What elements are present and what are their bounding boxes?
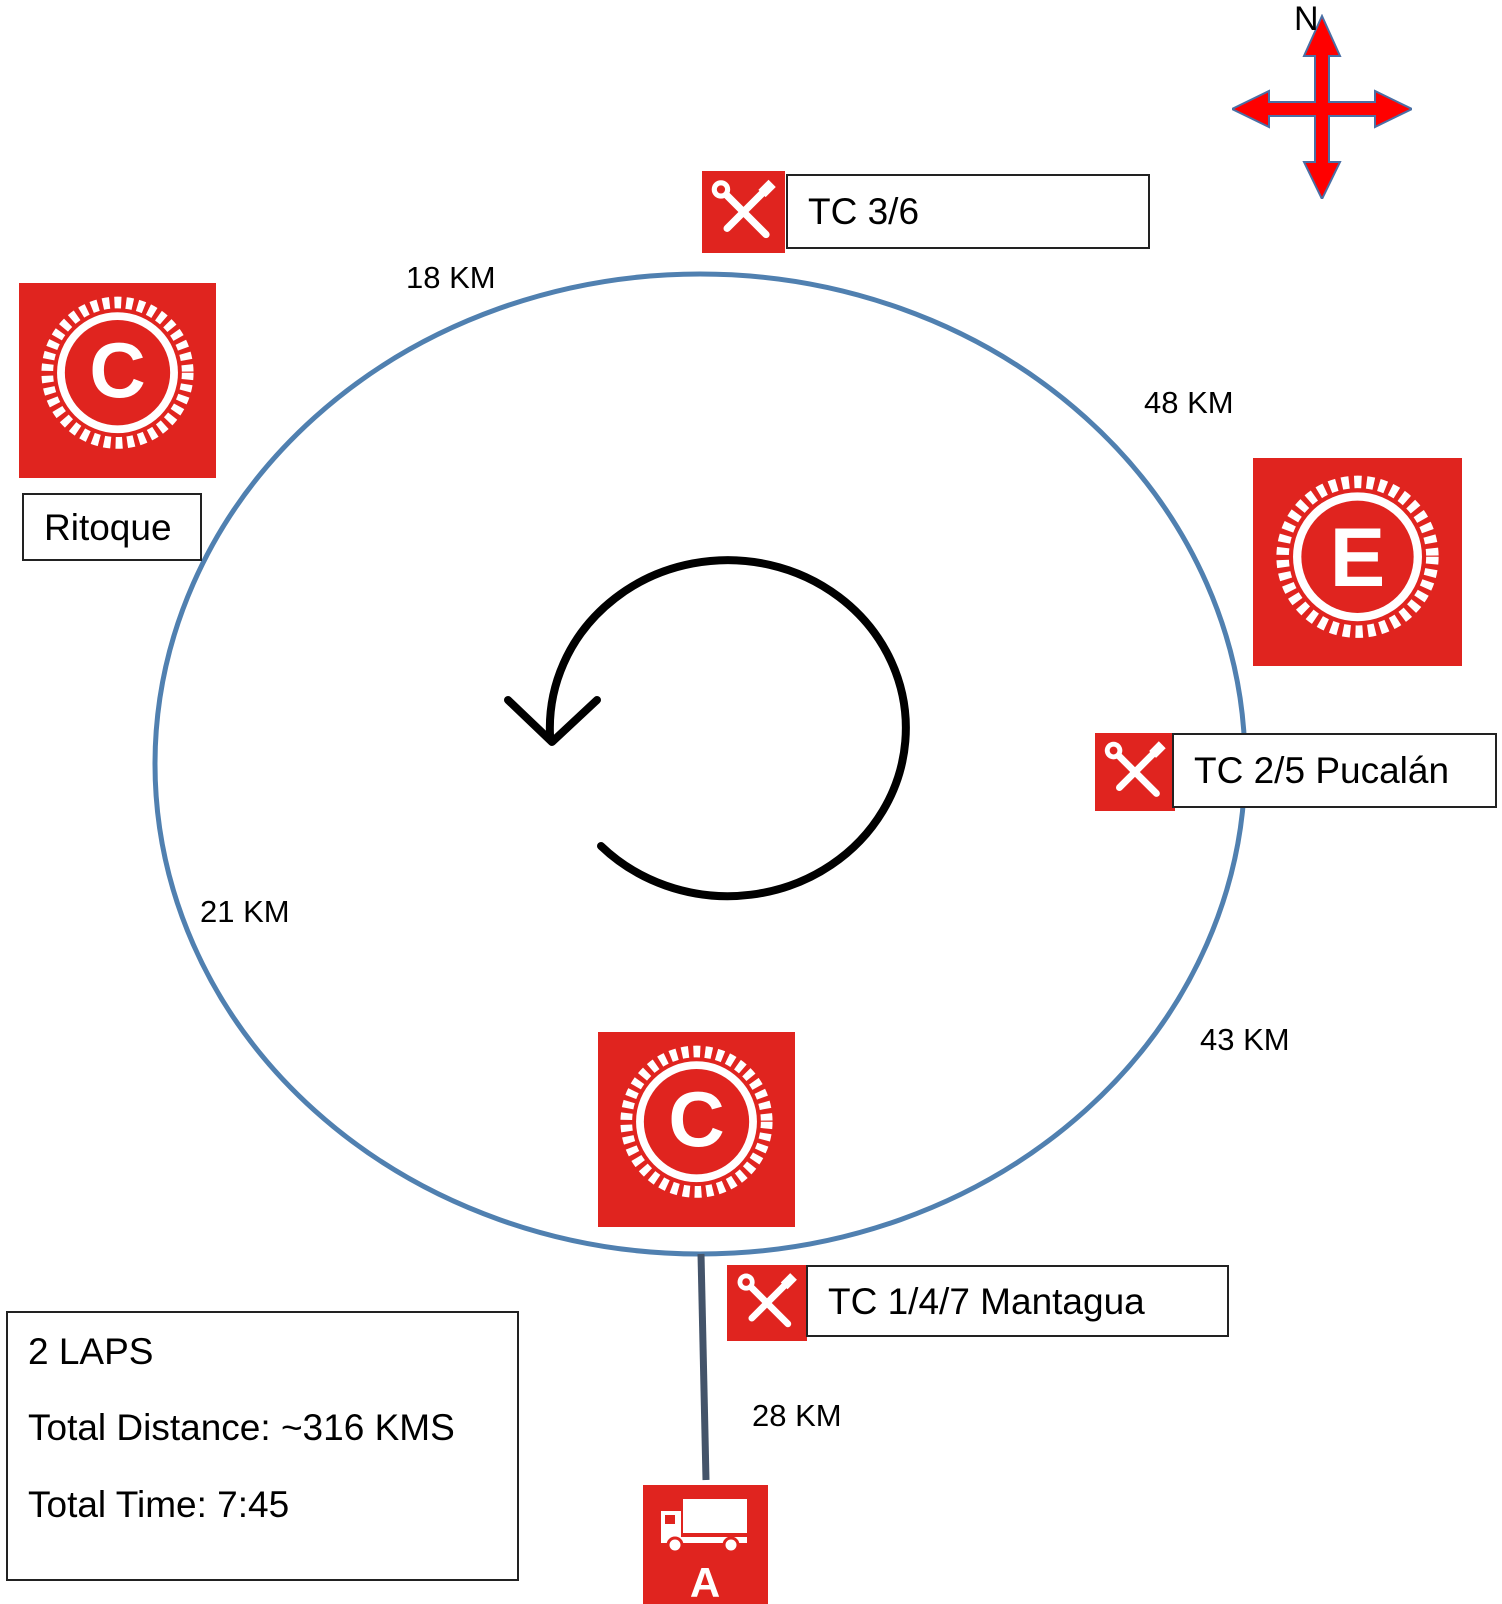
svg-text:A: A (690, 1559, 720, 1604)
tc-right-label: TC 2/5 Pucalán (1172, 733, 1497, 808)
svg-text:C: C (668, 1075, 724, 1163)
north-label: N (1294, 0, 1319, 38)
summary-box: 2 LAPS Total Distance: ~316 KMS Total Ti… (6, 1311, 519, 1581)
stage-sign-east: E (1253, 458, 1462, 666)
tc-bottom-label: TC 1/4/7 Mantagua (806, 1265, 1229, 1337)
wrench-screwdriver-icon (1104, 741, 1166, 797)
ritoque-label: Ritoque (22, 493, 202, 561)
total-distance-text: Total Distance: ~316 KMS (28, 1407, 455, 1448)
tc-top-label: TC 3/6 (786, 174, 1150, 249)
truck-icon: A (661, 1499, 747, 1604)
svg-text:E: E (1330, 511, 1386, 604)
gear-c-icon: C (41, 296, 194, 449)
svg-text:C: C (89, 326, 145, 414)
gear-c-icon: C (620, 1045, 773, 1198)
tc-bottom-icon (727, 1265, 807, 1341)
tc-top-icon (702, 171, 785, 253)
distance-18km: 18 KM (406, 260, 496, 295)
start-sign: A (643, 1485, 768, 1604)
wrench-screwdriver-icon (711, 179, 776, 239)
gear-e-icon: E (1276, 475, 1439, 638)
distance-48km: 48 KM (1144, 385, 1234, 420)
compass-icon (1232, 14, 1412, 199)
distance-28km: 28 KM (752, 1398, 842, 1433)
laps-text: 2 LAPS (28, 1331, 154, 1372)
tc-right-icon (1095, 733, 1175, 811)
distance-21km: 21 KM (200, 894, 290, 929)
stage-sign-ritoque: C (19, 283, 216, 478)
total-time-text: Total Time: 7:45 (28, 1484, 290, 1525)
route-connector (697, 1253, 710, 1481)
distance-43km: 43 KM (1200, 1022, 1290, 1057)
wrench-screwdriver-icon (737, 1273, 797, 1328)
counterclockwise-arrow (504, 556, 910, 901)
stage-sign-bottom: C (598, 1032, 795, 1227)
